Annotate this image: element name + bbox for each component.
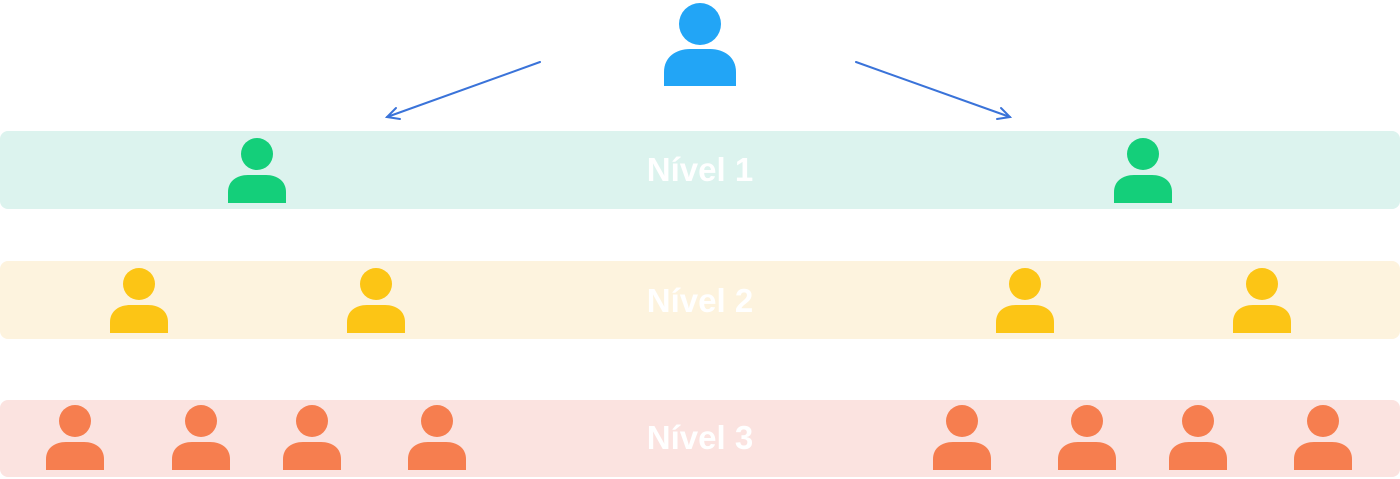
level-1-band: Nível 1 xyxy=(0,131,1400,209)
level-3-person-icon xyxy=(172,405,230,470)
level-3-band: Nível 3 xyxy=(0,400,1400,477)
root-person-icon xyxy=(664,3,736,86)
arrow-left xyxy=(386,61,541,118)
arrow-left-head xyxy=(384,107,401,120)
level-3-person-icon xyxy=(1294,405,1352,470)
level-2-person-icon xyxy=(347,268,405,333)
level-3-label: Nível 3 xyxy=(646,419,754,456)
level-2-person-icon xyxy=(1233,268,1291,333)
level-3-person-icon xyxy=(1169,405,1227,470)
level-2-label: Nível 2 xyxy=(646,282,754,319)
arrow-right-head xyxy=(996,107,1013,120)
level-1-label: Nível 1 xyxy=(646,151,754,188)
level-1-person-icon xyxy=(228,138,286,203)
level-3-person-icon xyxy=(408,405,466,470)
level-3-person-icon xyxy=(46,405,104,470)
arrow-right xyxy=(855,61,1011,118)
level-3-person-icon xyxy=(283,405,341,470)
level-2-band: Nível 2 xyxy=(0,261,1400,339)
level-3-person-icon xyxy=(933,405,991,470)
level-2-person-icon xyxy=(110,268,168,333)
level-1-person-icon xyxy=(1114,138,1172,203)
level-2-person-icon xyxy=(996,268,1054,333)
level-3-person-icon xyxy=(1058,405,1116,470)
